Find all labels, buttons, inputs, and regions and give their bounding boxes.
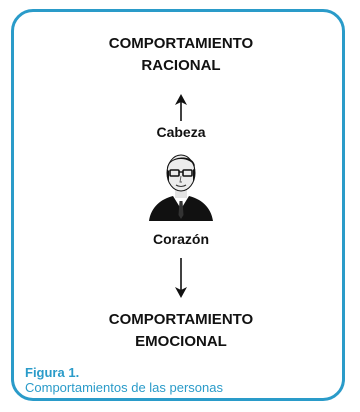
person-portrait-icon (149, 154, 213, 221)
rational-behavior-title: COMPORTAMIENTO RACIONAL (14, 33, 348, 77)
figure-frame: COMPORTAMIENTO RACIONAL Cabeza Corazón (11, 9, 345, 401)
rational-title-line1: COMPORTAMIENTO (108, 35, 254, 52)
emotional-title-line1: COMPORTAMIENTO (108, 311, 254, 328)
figure-caption: Figura 1. Comportamientos de las persona… (25, 365, 223, 395)
figure-number: Figura 1. (25, 365, 80, 380)
emotional-behavior-title: COMPORTAMIENTO EMOCIONAL (14, 309, 348, 353)
arrow-down-icon (175, 258, 187, 298)
emotional-title-line2: EMOCIONAL (135, 333, 227, 350)
figure-caption-text: Comportamientos de las personas (25, 380, 223, 395)
arrow-up-icon (175, 94, 187, 121)
rational-title-line2: RACIONAL (141, 57, 221, 74)
heart-label: Corazón (153, 231, 209, 247)
head-label: Cabeza (156, 124, 206, 140)
